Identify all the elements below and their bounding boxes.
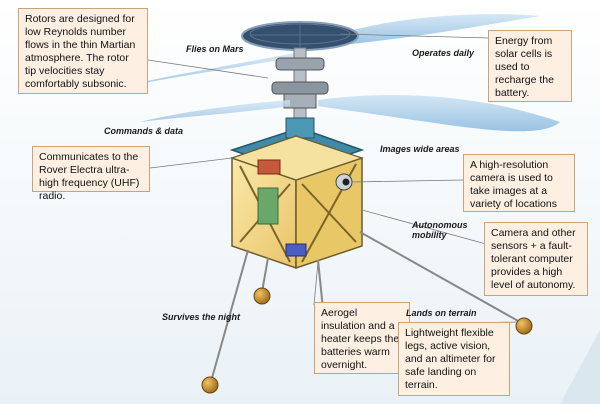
tag-operates-daily: Operates daily bbox=[412, 48, 475, 58]
callout-legs: Lightweight flexible legs, active vision… bbox=[398, 322, 510, 396]
lower-rotor-blade-right bbox=[318, 95, 560, 132]
battery-pack bbox=[257, 187, 279, 225]
leg-front-right bbox=[359, 231, 521, 323]
callout-aerogel: Aerogel insulation and a heater keeps th… bbox=[314, 302, 410, 374]
leg-back-left bbox=[261, 257, 269, 293]
leg-foot-ball bbox=[515, 317, 533, 335]
sensor-module bbox=[285, 243, 307, 257]
callout-energy: Energy from solar cells is used to recha… bbox=[488, 30, 572, 102]
leg-foot-ball bbox=[201, 376, 219, 394]
callout-camera: A high-resolution camera is used to take… bbox=[463, 154, 575, 212]
swashplate-lower bbox=[271, 81, 329, 95]
leg-front-left bbox=[211, 249, 249, 379]
leg-foot-ball bbox=[253, 287, 271, 305]
callout-rotors: Rotors are designed for low Reynolds num… bbox=[18, 8, 148, 94]
tag-flies-on-mars: Flies on Mars bbox=[186, 44, 244, 54]
tag-images-wide-areas: Images wide areas bbox=[380, 144, 460, 154]
uhf-radio-box bbox=[257, 159, 281, 175]
tag-commands-data: Commands & data bbox=[104, 126, 184, 136]
swashplate-upper bbox=[275, 57, 325, 71]
callout-autonomy: Camera and other sensors + a fault-toler… bbox=[484, 222, 588, 296]
callout-radio: Communicates to the Rover Electra ultra-… bbox=[32, 146, 150, 202]
tag-survives-the-night: Survives the night bbox=[162, 312, 241, 322]
upper-rotor-blade-right bbox=[320, 14, 540, 46]
tag-lands-on-terrain: Lands on terrain bbox=[406, 308, 477, 318]
lower-rotor-blade-left bbox=[140, 100, 290, 122]
upper-rotor-blade-left bbox=[100, 52, 300, 92]
terrain-slope bbox=[560, 330, 600, 404]
tag-autonomous-mobility: Autonomous mobility bbox=[412, 220, 468, 240]
